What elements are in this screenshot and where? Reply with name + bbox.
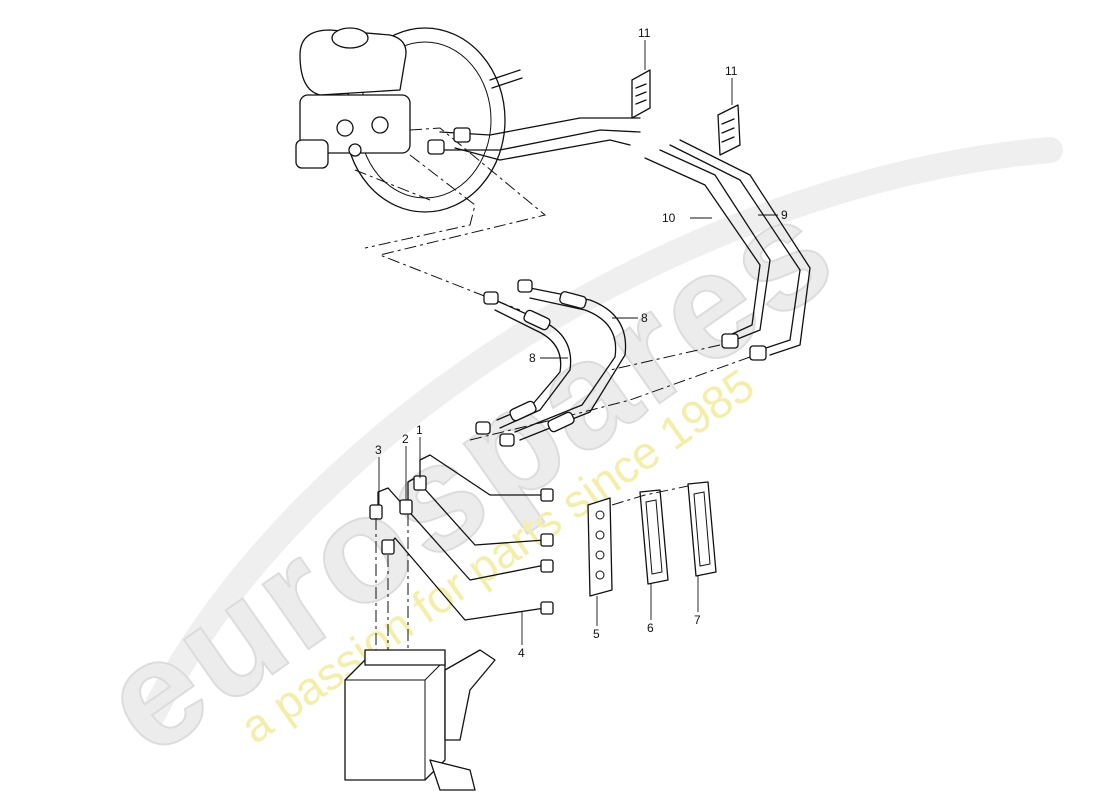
booster-pushrod bbox=[489, 69, 523, 89]
abs-hydraulic-unit bbox=[344, 649, 496, 791]
pipe-fitting bbox=[427, 139, 445, 155]
callout-10: 10 bbox=[662, 211, 676, 225]
reservoir-cap bbox=[331, 27, 369, 49]
bracket-and-gaskets bbox=[587, 481, 717, 597]
fluid-reservoir bbox=[299, 29, 407, 96]
brake-pipes-9-10 bbox=[427, 117, 811, 361]
gasket bbox=[639, 489, 669, 585]
brake-hoses-8 bbox=[475, 279, 627, 447]
brake-booster-master-cylinder bbox=[295, 27, 523, 213]
callout-7: 7 bbox=[694, 613, 701, 627]
callout-8-upper: 8 bbox=[641, 311, 648, 325]
callout-2: 2 bbox=[402, 432, 409, 446]
callout-5: 5 bbox=[593, 627, 600, 641]
assembly-dashed-lines bbox=[354, 127, 751, 441]
gasket bbox=[687, 481, 717, 577]
abs-mounting-bracket bbox=[429, 759, 476, 791]
callout-3: 3 bbox=[375, 443, 382, 457]
callout-leaders bbox=[378, 40, 778, 645]
callout-9: 9 bbox=[781, 208, 788, 222]
watermark-swoosh bbox=[137, 137, 1063, 733]
callout-8-lower: 8 bbox=[529, 351, 536, 365]
watermark: eurospares a passion for parts since 198… bbox=[71, 137, 1063, 787]
brake-pipes-1-4 bbox=[369, 454, 554, 660]
callout-4: 4 bbox=[518, 646, 525, 660]
abs-motor bbox=[444, 649, 496, 741]
callout-11-left: 11 bbox=[638, 26, 651, 40]
callout-labels: 1 2 3 4 5 6 7 8 8 9 10 11 11 bbox=[375, 26, 788, 660]
pipe-clips-11 bbox=[631, 69, 741, 156]
pipe-bracket bbox=[587, 497, 613, 597]
callout-6: 6 bbox=[647, 621, 654, 635]
callout-11-right: 11 bbox=[725, 64, 738, 78]
callout-1: 1 bbox=[416, 423, 423, 437]
